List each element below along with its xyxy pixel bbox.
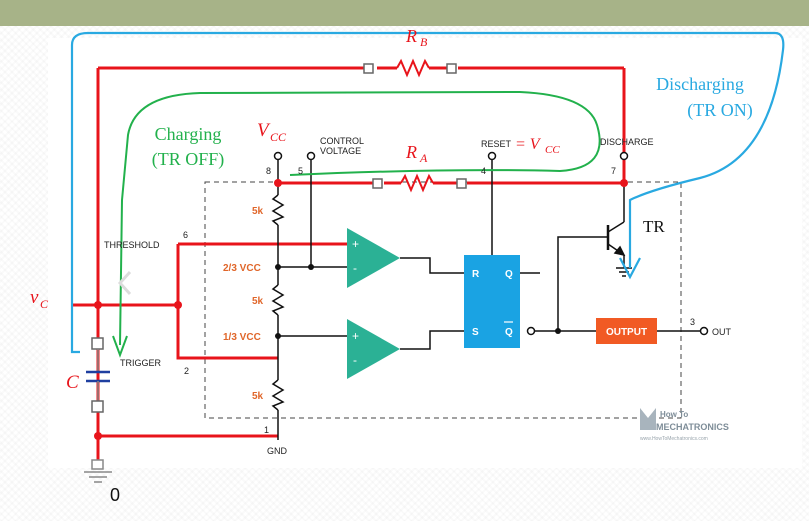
ground-reference-label: 0 <box>110 485 120 505</box>
discharging-label: Discharging <box>656 74 744 94</box>
ra-label-sub: A <box>419 151 428 165</box>
chevron-left-icon <box>117 270 132 296</box>
lower-comparator-plus: + <box>352 329 359 343</box>
reset-label: RESET <box>481 139 512 149</box>
ra-label: R <box>405 142 417 162</box>
discharging-path <box>70 31 785 354</box>
transistor-tr <box>606 221 632 277</box>
flipflop-q: Q <box>505 269 513 280</box>
flipflop-r: R <box>472 269 480 280</box>
reset-equals-vcc: = V <box>515 136 542 153</box>
ground-icon <box>84 459 112 483</box>
charging-arrow-icon <box>112 335 128 358</box>
upper-comparator <box>347 228 400 288</box>
logo-line1: How To <box>660 410 688 419</box>
howtomechatronics-logo: How To MECHATRONICS www.HowToMechatronic… <box>640 408 729 442</box>
charging-path <box>119 90 601 346</box>
one-third-vcc-label: 1/3 VCC <box>223 332 261 343</box>
vc-label-sub: C <box>40 297 49 311</box>
trigger-label: TRIGGER <box>120 358 162 368</box>
black-junctions <box>275 264 561 339</box>
threshold-label: THRESHOLD <box>104 240 160 250</box>
output-label: OUTPUT <box>606 327 647 338</box>
pin-1: 1 <box>264 425 269 435</box>
out-label: OUT <box>712 327 732 337</box>
internal-wiring <box>277 160 700 440</box>
reset-equals-vcc-sub: CC <box>545 144 560 156</box>
internal-resistors <box>271 194 285 411</box>
output-block <box>596 318 657 344</box>
transistor-label: TR <box>643 217 665 236</box>
vcc-label-sub: CC <box>270 130 287 144</box>
pin-6: 6 <box>183 230 188 240</box>
vcc-label: V <box>257 120 271 141</box>
control-voltage-label-2: VOLTAGE <box>320 146 361 156</box>
pin-2: 2 <box>184 366 189 376</box>
upper-comparator-minus: - <box>353 261 357 275</box>
discharging-arrow-icon <box>619 257 641 280</box>
sr-flipflop <box>464 255 520 348</box>
pin-7: 7 <box>611 166 616 176</box>
pin-5: 5 <box>298 166 303 176</box>
rb-label-sub: B <box>420 35 428 49</box>
junction-dots <box>94 179 628 440</box>
vc-label: v <box>30 287 39 308</box>
lower-comparator-minus: - <box>353 353 357 367</box>
internal-resistor-2-label: 5k <box>252 296 264 307</box>
rb-label: R <box>405 26 417 46</box>
upper-comparator-plus: + <box>352 237 359 251</box>
resistor-rb <box>363 58 457 78</box>
charging-state: (TR OFF) <box>152 149 225 170</box>
flipflop-s: S <box>472 327 479 338</box>
two-thirds-vcc-label: 2/3 VCC <box>223 263 261 274</box>
flipflop-qbar: Q <box>505 327 513 338</box>
logo-line2: MECHATRONICS <box>656 422 729 432</box>
capacitor-c <box>86 305 110 413</box>
lower-comparator <box>347 319 400 379</box>
control-voltage-label-1: CONTROL <box>320 136 364 146</box>
resistor-ra <box>372 173 467 193</box>
discharge-label: DISCHARGE <box>600 137 654 147</box>
external-wiring <box>72 66 626 466</box>
chip-outline <box>204 181 682 419</box>
internal-resistor-1-label: 5k <box>252 206 264 217</box>
pin-4: 4 <box>481 166 486 176</box>
pin-3: 3 <box>690 317 695 327</box>
charging-label: Charging <box>155 124 222 144</box>
internal-resistor-3-label: 5k <box>252 391 264 402</box>
discharging-state: (TR ON) <box>687 100 753 121</box>
gnd-label: GND <box>267 446 288 456</box>
logo-url: www.HowToMechatronics.com <box>640 436 708 442</box>
capacitor-label: C <box>66 372 79 393</box>
pin-8: 8 <box>266 166 271 176</box>
title-banner <box>0 0 809 26</box>
pin-terminals <box>273 151 709 336</box>
diagram-panel <box>48 38 802 468</box>
